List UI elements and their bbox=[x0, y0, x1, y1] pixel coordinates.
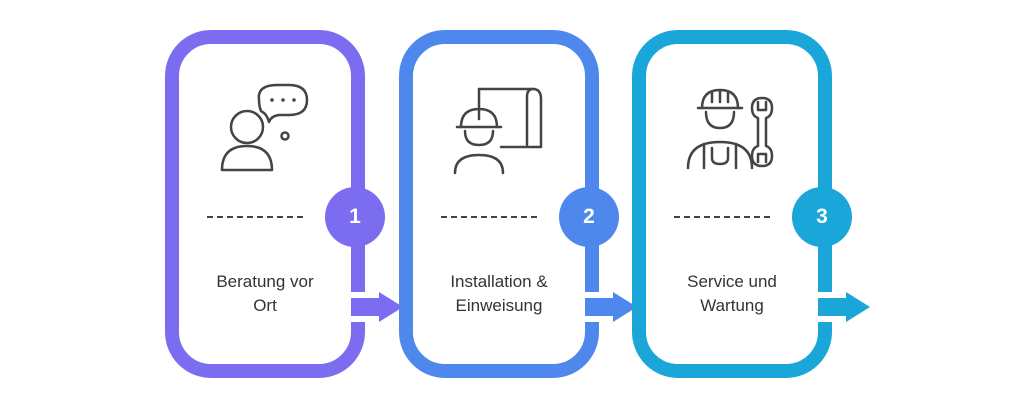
step-2-number-badge: 2 bbox=[559, 187, 619, 247]
consultation-speech-icon bbox=[220, 83, 309, 172]
step-3: 3 Service und Wartung bbox=[632, 30, 870, 378]
step-2-label-line2: Einweisung bbox=[455, 296, 543, 315]
step-3-label-line1: Service und bbox=[687, 272, 777, 291]
engineer-blueprint-icon bbox=[453, 87, 543, 175]
step-3-number-badge: 3 bbox=[792, 187, 852, 247]
step-1-label-line1: Beratung vor bbox=[216, 272, 314, 291]
step-2: 2 Installation & Einweisung bbox=[399, 30, 637, 378]
step-3-divider bbox=[674, 216, 770, 218]
step-1-divider bbox=[207, 216, 303, 218]
step-3-label: Service und Wartung bbox=[632, 270, 832, 318]
step-1: 1 Beratung vor Ort bbox=[165, 30, 403, 378]
step-1-number-badge: 1 bbox=[325, 187, 385, 247]
step-2-label-line1: Installation & bbox=[450, 272, 548, 291]
step-2-divider bbox=[441, 216, 537, 218]
step-1-label: Beratung vor Ort bbox=[165, 270, 365, 318]
step-1-arrow bbox=[351, 292, 403, 322]
step-2-arrow bbox=[585, 292, 637, 322]
step-2-label: Installation & Einweisung bbox=[399, 270, 599, 318]
technician-wrench-icon bbox=[686, 88, 774, 170]
step-3-arrow bbox=[818, 292, 870, 322]
step-3-label-line2: Wartung bbox=[700, 296, 764, 315]
step-1-label-line2: Ort bbox=[253, 296, 277, 315]
